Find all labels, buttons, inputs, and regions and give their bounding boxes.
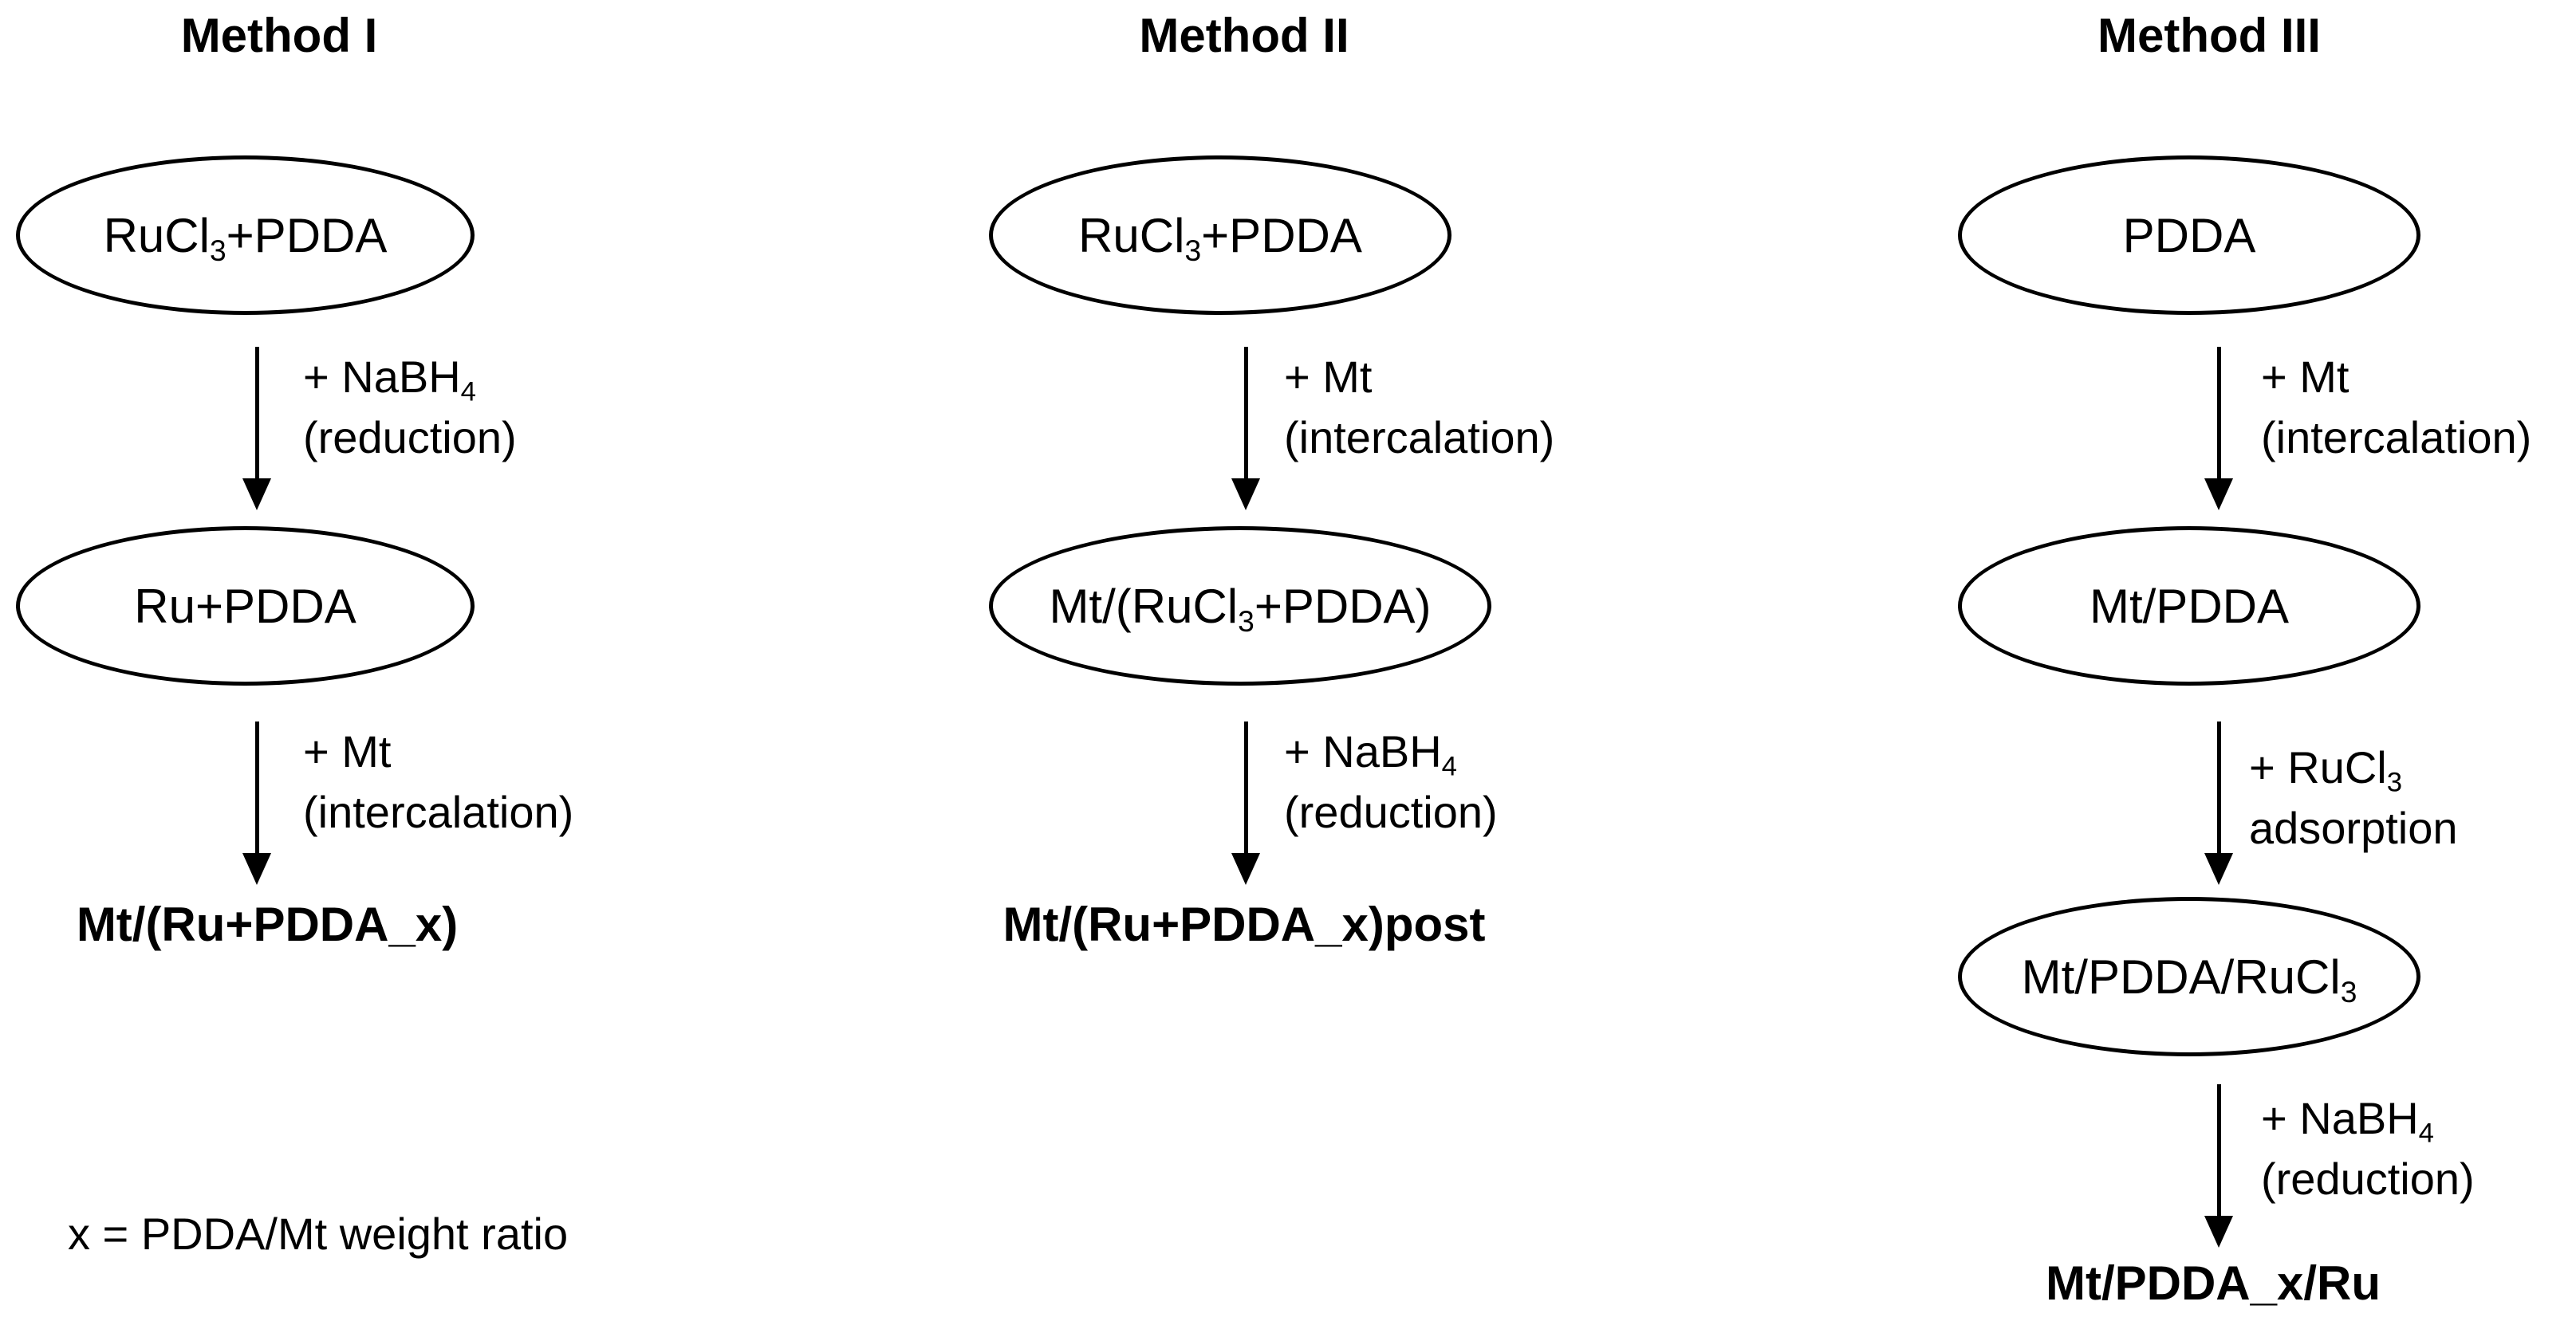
method-3-node-1-label: PDDA bbox=[2122, 208, 2256, 262]
method-3-step-3-note: (reduction) bbox=[2261, 1154, 2475, 1204]
footnote: x = PDDA/Mt weight ratio bbox=[68, 1209, 569, 1259]
method-1-title: Method I bbox=[180, 9, 378, 62]
method-2-title: Method II bbox=[1139, 9, 1349, 62]
method-1-step-2: + Mt (intercalation) bbox=[303, 722, 573, 843]
method-3-step-1-reagent: + Mt bbox=[2261, 352, 2350, 402]
method-2-step-2-note: (reduction) bbox=[1284, 787, 1498, 837]
method-1-node-1-label: RuCl3+PDDA bbox=[103, 208, 388, 267]
method-2-step-2-reagent: + NaBH4 bbox=[1284, 726, 1457, 782]
method-2-product: Mt/(Ru+PDDA_x)post bbox=[1002, 898, 1486, 951]
method-1-step-2-note: (intercalation) bbox=[303, 787, 574, 837]
method-3-step-2: + RuCl3 adsorption bbox=[2249, 737, 2458, 859]
method-2-step-1: + Mt (intercalation) bbox=[1284, 347, 1554, 468]
method-3-step-3-reagent: + NaBH4 bbox=[2261, 1093, 2434, 1149]
method-1-step-1-reagent: + NaBH4 bbox=[303, 352, 476, 407]
method-1-node-1: RuCl3+PDDA bbox=[16, 155, 475, 315]
method-3-title: Method III bbox=[2097, 9, 2321, 62]
method-2-step-1-reagent: + Mt bbox=[1284, 352, 1373, 402]
method-1-step-1-note: (reduction) bbox=[303, 412, 517, 462]
method-2-step-2: + NaBH4 (reduction) bbox=[1284, 722, 1498, 843]
method-3-node-3-label: Mt/PDDA/RuCl3 bbox=[2021, 950, 2357, 1009]
method-3-node-2: Mt/PDDA bbox=[1958, 526, 2420, 686]
method-2-node-2-label: Mt/(RuCl3+PDDA) bbox=[1049, 579, 1432, 638]
method-1-node-2: Ru+PDDA bbox=[16, 526, 475, 686]
method-3-node-3: Mt/PDDA/RuCl3 bbox=[1958, 897, 2420, 1056]
method-1-node-2-label: Ru+PDDA bbox=[134, 579, 356, 633]
method-2-node-1-label: RuCl3+PDDA bbox=[1078, 208, 1362, 267]
method-3-step-1: + Mt (intercalation) bbox=[2261, 347, 2531, 468]
method-2-step-1-note: (intercalation) bbox=[1284, 412, 1555, 462]
method-1-step-1: + NaBH4 (reduction) bbox=[303, 347, 517, 468]
method-1-product: Mt/(Ru+PDDA_x) bbox=[76, 898, 459, 951]
method-2-node-2: Mt/(RuCl3+PDDA) bbox=[989, 526, 1491, 686]
method-3-product: Mt/PDDA_x/Ru bbox=[2045, 1256, 2381, 1310]
method-3-step-3: + NaBH4 (reduction) bbox=[2261, 1088, 2475, 1209]
method-1-step-2-reagent: + Mt bbox=[303, 726, 392, 777]
method-3-step-2-note: adsorption bbox=[2249, 803, 2458, 853]
method-3-node-2-label: Mt/PDDA bbox=[2089, 579, 2290, 633]
method-3-node-1: PDDA bbox=[1958, 155, 2420, 315]
method-2-node-1: RuCl3+PDDA bbox=[989, 155, 1451, 315]
method-3-step-1-note: (intercalation) bbox=[2261, 412, 2532, 462]
method-3-step-2-reagent: + RuCl3 bbox=[2249, 742, 2403, 798]
